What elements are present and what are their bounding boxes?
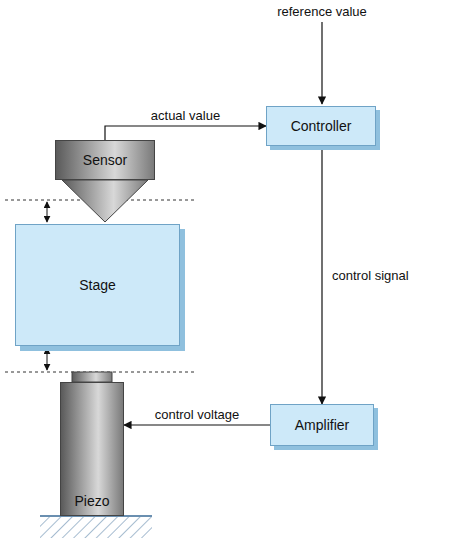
signal-label: control signal bbox=[330, 268, 411, 283]
sensor-body: Sensor bbox=[55, 140, 155, 180]
piezo-cap bbox=[72, 372, 112, 382]
gap-arrow bbox=[47, 348, 48, 370]
piezo-actuator: Piezo bbox=[60, 382, 124, 516]
signal-connector bbox=[124, 424, 270, 425]
stage-block: Stage bbox=[15, 224, 180, 346]
signal-label: actual value bbox=[149, 108, 222, 123]
node-text: Stage bbox=[79, 277, 116, 293]
gap-arrow bbox=[47, 202, 48, 222]
node-text: Sensor bbox=[83, 152, 127, 168]
reference-arrow bbox=[321, 22, 322, 104]
input-label: reference value bbox=[275, 4, 369, 19]
signal-connector bbox=[321, 146, 322, 404]
signal-label: control voltage bbox=[153, 407, 242, 422]
node-text: Controller bbox=[291, 118, 352, 134]
node-text: Piezo bbox=[74, 493, 109, 509]
controller-box: Controller bbox=[266, 106, 376, 146]
amplifier-box: Amplifier bbox=[270, 404, 374, 446]
node-text: Amplifier bbox=[295, 417, 349, 433]
ground-hatch bbox=[40, 516, 152, 538]
signal-connector bbox=[105, 126, 266, 140]
sensor-tip bbox=[62, 180, 148, 222]
